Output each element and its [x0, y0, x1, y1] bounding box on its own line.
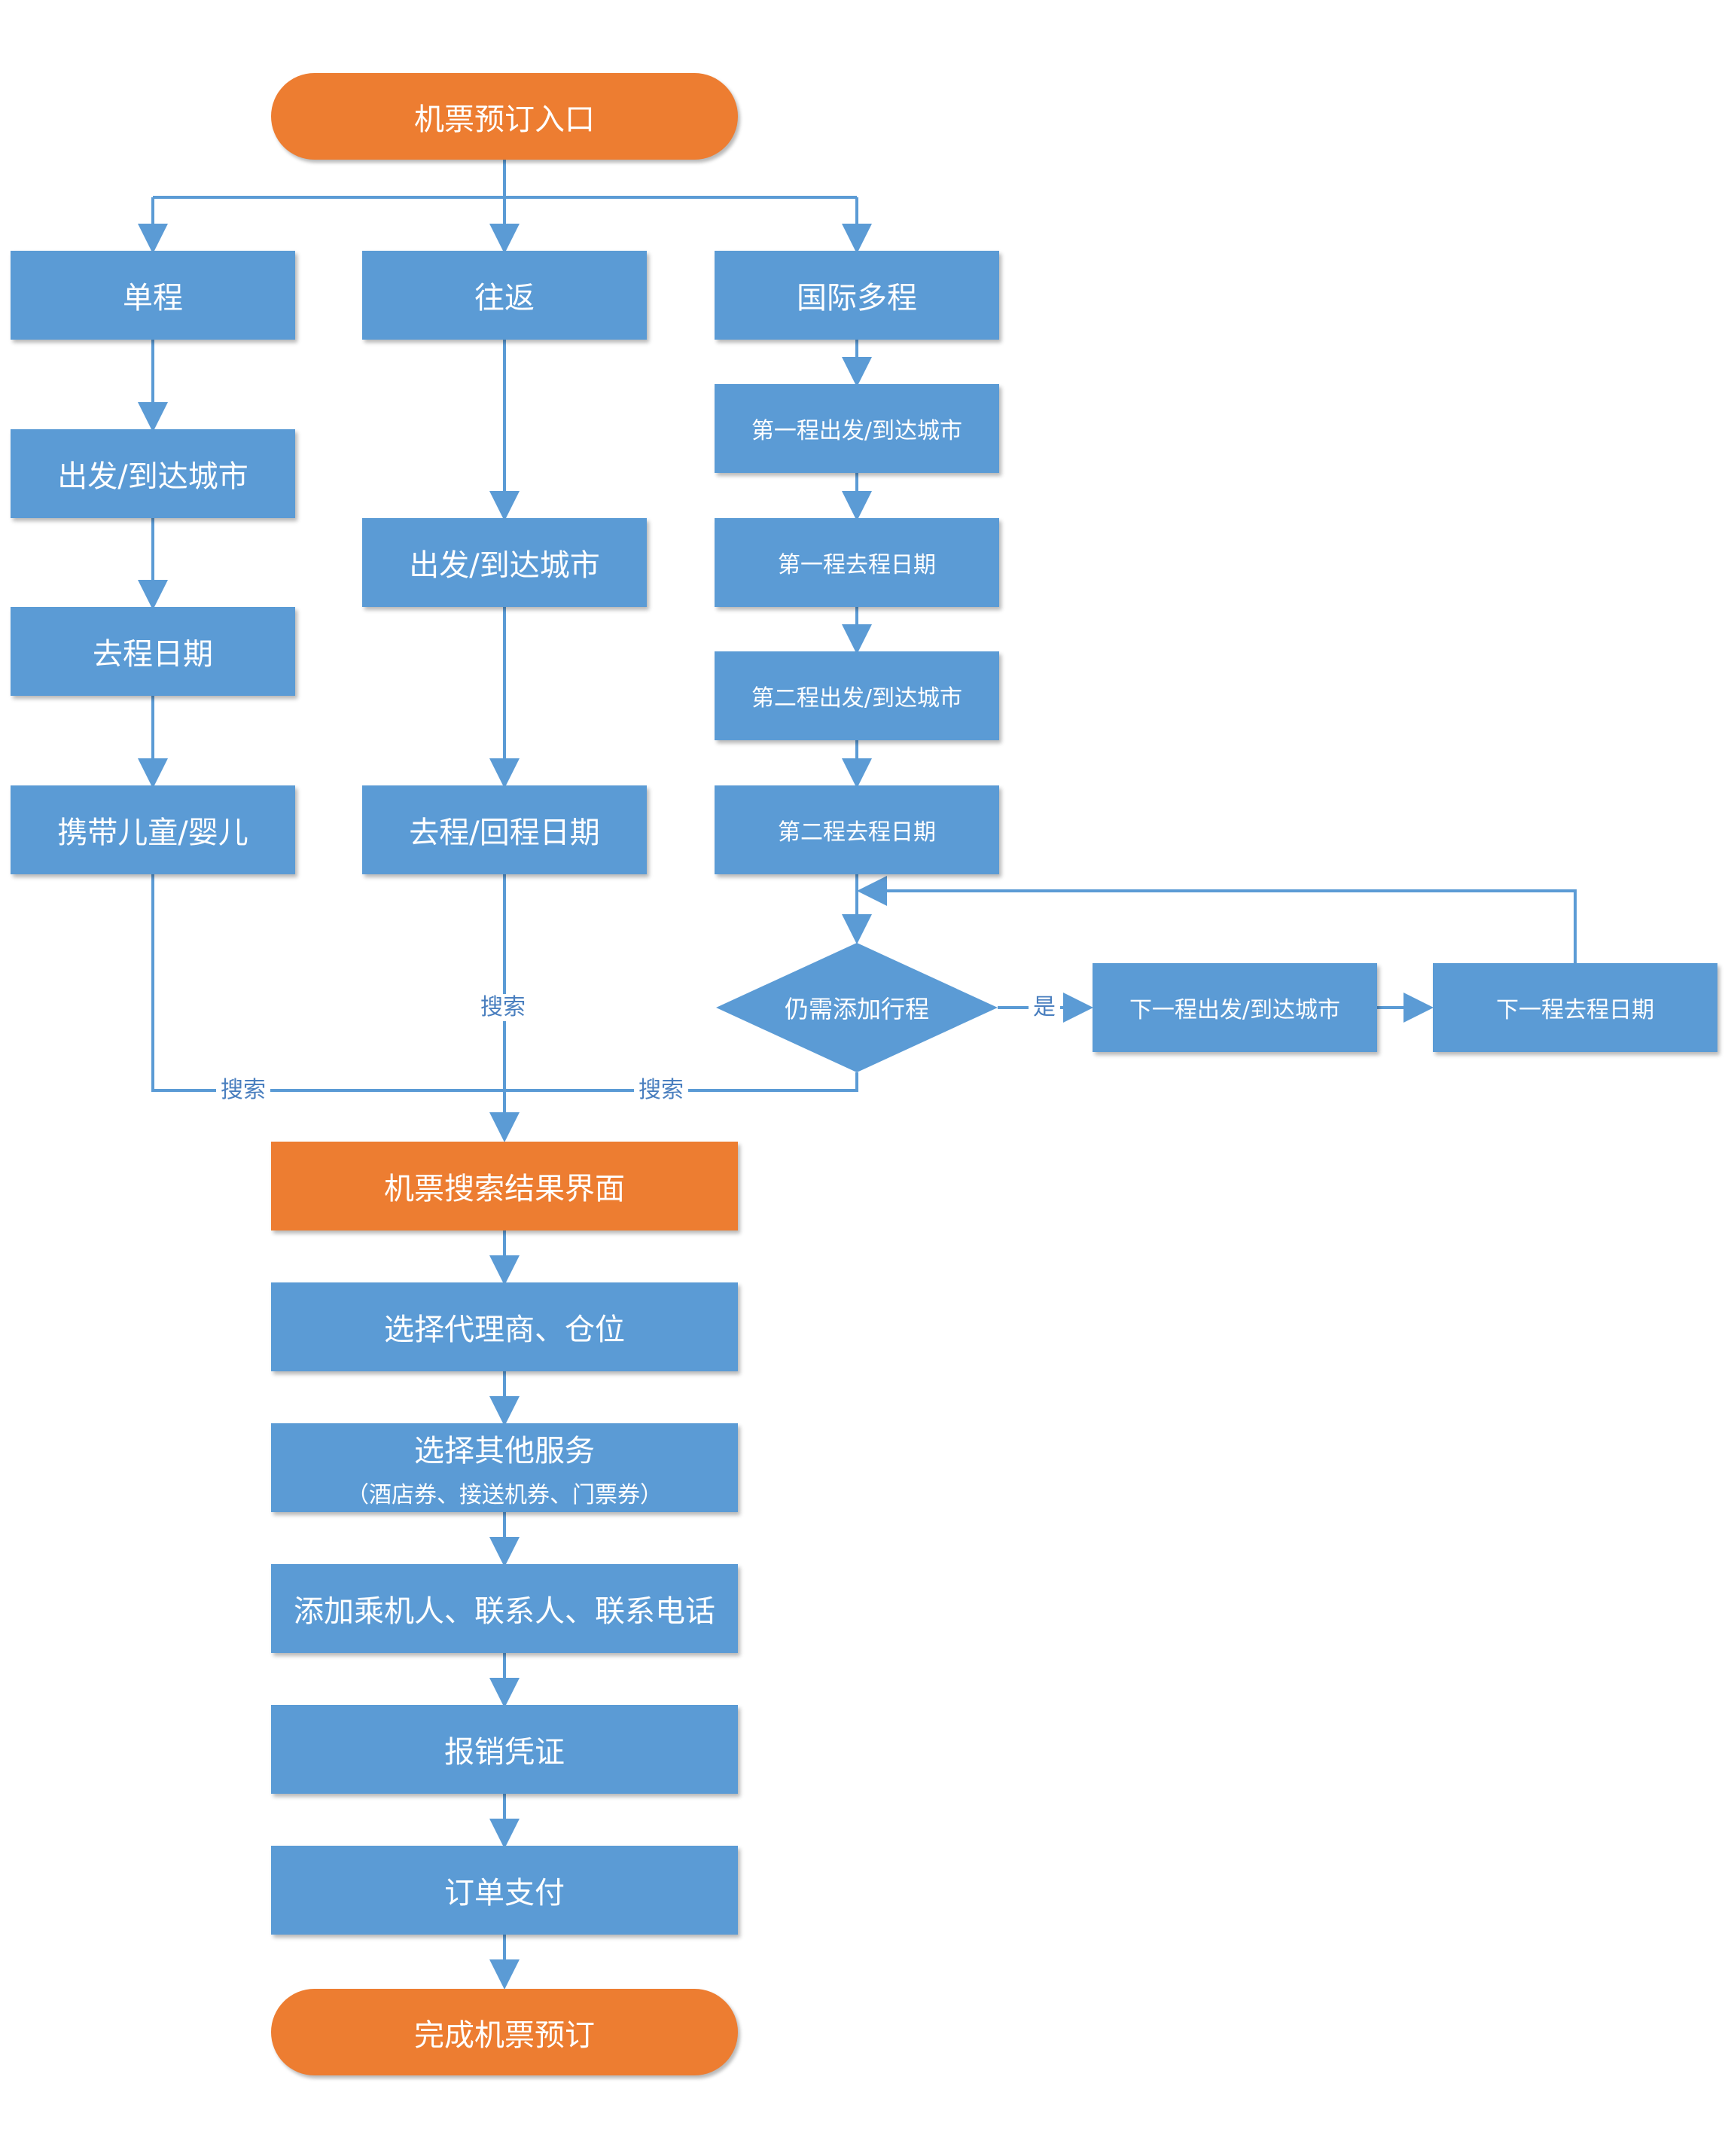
rt-dates-node: 去程/回程日期	[362, 785, 647, 874]
select-agent-node: 选择代理商、仓位	[271, 1282, 738, 1371]
ow-date-node: 去程日期	[11, 607, 295, 696]
ow-city-node: 出发/到达城市	[11, 429, 295, 518]
select-services-title: 选择其他服务	[414, 1434, 595, 1468]
edge-label-search-rt: 搜索	[476, 994, 530, 1021]
multi-city-node: 国际多程	[715, 251, 999, 340]
payment-node: 订单支付	[271, 1846, 738, 1935]
ow-children-node: 携带儿童/婴儿	[11, 785, 295, 874]
add-passengers-node: 添加乘机人、联系人、联系电话	[271, 1564, 738, 1653]
mc-leg1-city-node: 第一程出发/到达城市	[715, 384, 999, 473]
edge-mc-search	[504, 1072, 858, 1092]
round-trip-node: 往返	[362, 251, 647, 340]
start-terminal: 机票预订入口	[271, 73, 738, 160]
edge-label-search-mc: 搜索	[634, 1077, 688, 1104]
edge-label-yes: 是	[1029, 994, 1060, 1021]
end-terminal: 完成机票预订	[271, 1989, 738, 2075]
select-services-subtitle: （酒店券、接送机券、门票券）	[346, 1482, 663, 1508]
edge-ow-search	[151, 874, 504, 1092]
decision-diamond	[716, 943, 998, 1072]
select-services-node: 选择其他服务 （酒店券、接送机券、门票券）	[271, 1423, 738, 1512]
decision-label: 仍需添加行程	[784, 995, 929, 1023]
results-node: 机票搜索结果界面	[271, 1142, 738, 1230]
mc-leg2-city-node: 第二程出发/到达城市	[715, 651, 999, 740]
mc-leg2-date-node: 第二程去程日期	[715, 785, 999, 874]
rt-city-node: 出发/到达城市	[362, 518, 647, 607]
one-way-node: 单程	[11, 251, 295, 340]
mc-next-city-node: 下一程出发/到达城市	[1093, 963, 1377, 1052]
receipt-node: 报销凭证	[271, 1705, 738, 1794]
mc-next-date-node: 下一程去程日期	[1433, 963, 1717, 1052]
mc-leg1-date-node: 第一程去程日期	[715, 518, 999, 607]
edge-mc-loop	[857, 876, 1577, 963]
edge-label-search-ow: 搜索	[216, 1077, 270, 1104]
